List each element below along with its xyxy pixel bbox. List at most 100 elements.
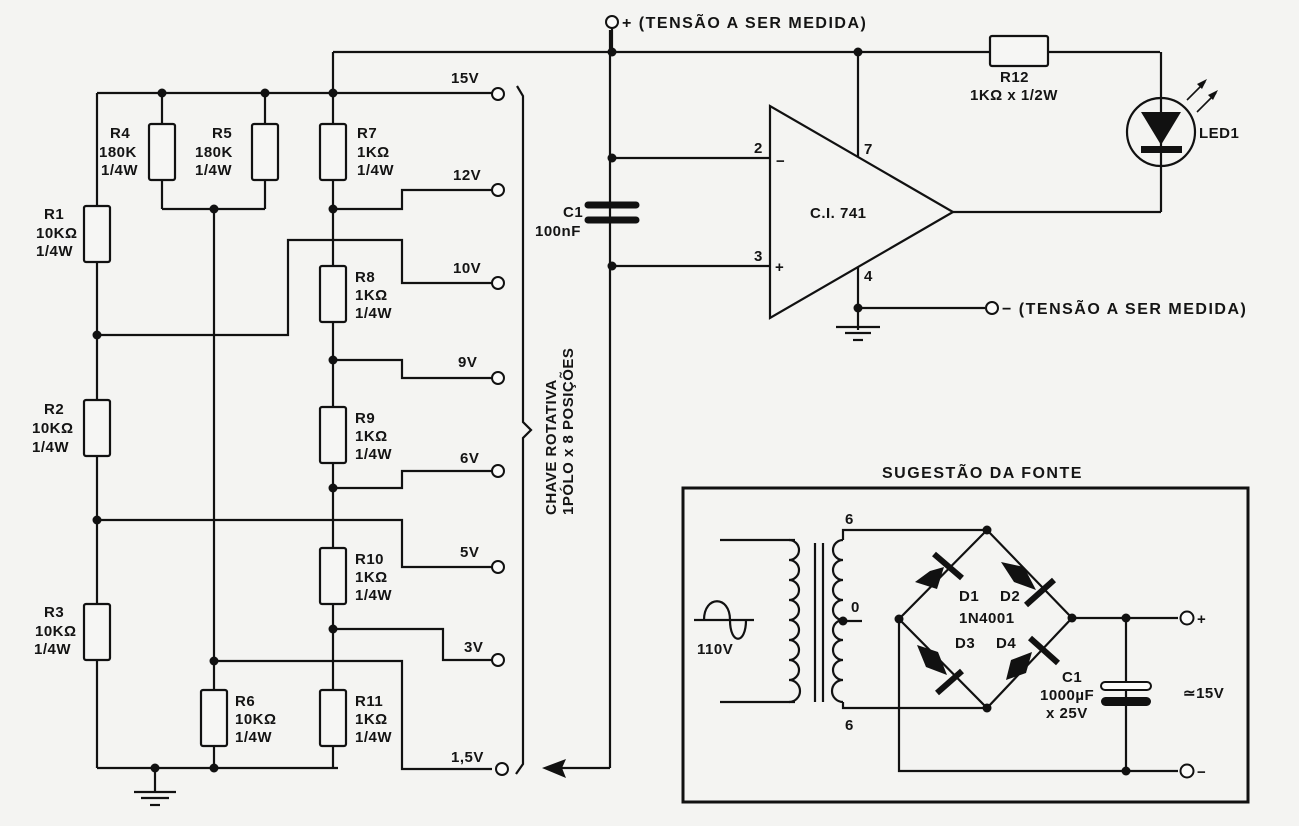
label-r11-value: 1KΩ xyxy=(355,711,388,728)
wire-tap-1-5v xyxy=(214,659,492,771)
label-tap-3v: 3V xyxy=(464,639,483,656)
label-r6-value: 10KΩ xyxy=(235,711,277,728)
label-tap-10v: 10V xyxy=(453,260,481,277)
wire-secondary-bottom xyxy=(841,702,987,710)
terminal-3v[interactable] xyxy=(491,653,505,667)
opamp-741 xyxy=(768,104,956,320)
ac-source-icon xyxy=(694,600,754,640)
label-r9-power: 1/4W xyxy=(355,446,392,463)
label-r9-value: 1KΩ xyxy=(355,428,388,445)
label-r11-name: R11 xyxy=(355,693,383,710)
wire-tap-3v xyxy=(333,627,492,662)
wire-tap-5v xyxy=(97,518,492,569)
resistor-r10 xyxy=(318,546,348,606)
power-supply-title: SUGESTÃO DA FONTE xyxy=(882,462,1083,482)
label-supply-minus: − xyxy=(1197,764,1206,781)
label-r7-power: 1/4W xyxy=(357,162,394,179)
resistor-r5 xyxy=(250,122,280,182)
label-tap-12v: 12V xyxy=(453,167,481,184)
label-r3-power: 1/4W xyxy=(34,641,71,658)
label-r8-power: 1/4W xyxy=(355,305,392,322)
label-r2-power: 1/4W xyxy=(32,439,69,456)
switch-brace xyxy=(515,85,533,775)
terminal-9v[interactable] xyxy=(491,371,505,385)
terminal-supply-plus[interactable] xyxy=(1179,610,1195,626)
terminal-5v[interactable] xyxy=(491,560,505,574)
diode-d1-icon xyxy=(915,551,964,589)
junction xyxy=(607,47,617,57)
resistor-r7 xyxy=(318,122,348,182)
terminal-15v[interactable] xyxy=(491,87,505,101)
label-r3-value: 10KΩ xyxy=(35,623,77,640)
led1-diode-icon xyxy=(1141,112,1181,145)
resistor-r12 xyxy=(988,34,1050,68)
diode-d3-icon xyxy=(917,645,964,696)
wiper-arrow-icon xyxy=(542,759,566,778)
label-r5-name: R5 xyxy=(212,125,232,142)
label-d1: D1 xyxy=(959,588,979,605)
junction xyxy=(1121,613,1131,623)
power-supply-box xyxy=(681,486,1250,804)
wire-tap-9v xyxy=(333,358,492,380)
label-r4-name: R4 xyxy=(110,125,130,142)
led1-body xyxy=(1125,96,1197,168)
wire-tap-6v xyxy=(333,469,492,490)
terminal-12v[interactable] xyxy=(491,183,505,197)
label-filter-cap-value: 1000µF xyxy=(1040,687,1094,704)
led-light-arrows-icon xyxy=(1186,79,1218,113)
label-plus-input: + (TENSÃO A SER MEDIDA) xyxy=(622,12,867,32)
ground-symbol-opamp xyxy=(836,325,880,342)
wire-tap-10v xyxy=(97,238,492,337)
label-tap-6v: 6V xyxy=(460,450,479,467)
label-minus-input: − (TENSÃO A SER MEDIDA) xyxy=(1002,298,1247,318)
label-switch-line1: CHAVE ROTATIVA xyxy=(543,379,560,515)
label-mains: 110V xyxy=(697,641,733,658)
label-filter-cap-voltage: x 25V xyxy=(1046,705,1088,722)
terminal-minus-input[interactable] xyxy=(985,301,999,315)
label-sign-noninv: + xyxy=(775,259,784,276)
resistor-r4 xyxy=(147,122,177,182)
terminal-plus-input[interactable] xyxy=(605,15,619,29)
led1-cathode xyxy=(1141,146,1182,153)
label-sign-inv: − xyxy=(776,153,785,170)
terminal-10v[interactable] xyxy=(491,276,505,290)
label-r2-value: 10KΩ xyxy=(32,420,74,437)
label-secondary-center: 0 xyxy=(851,599,860,616)
junctions xyxy=(92,88,338,773)
wire-tap-12v xyxy=(333,188,492,211)
diode-d4-icon xyxy=(1006,635,1060,680)
diode-d2-icon xyxy=(1001,562,1056,608)
label-supply-plus: + xyxy=(1197,611,1206,628)
label-tap-5v: 5V xyxy=(460,544,479,561)
label-r9-name: R9 xyxy=(355,410,375,427)
resistor-r9 xyxy=(318,405,348,465)
resistor-r2 xyxy=(82,398,112,458)
label-d2: D2 xyxy=(1000,588,1020,605)
label-pin7: 7 xyxy=(864,141,873,158)
resistor-r3 xyxy=(82,602,112,662)
switch-terminals[interactable] xyxy=(491,87,509,776)
label-r8-value: 1KΩ xyxy=(355,287,388,304)
terminal-1-5v[interactable] xyxy=(495,762,509,776)
junction xyxy=(982,525,992,535)
label-r11-power: 1/4W xyxy=(355,729,392,746)
label-r12-name: R12 xyxy=(1000,69,1029,86)
terminal-supply-minus[interactable] xyxy=(1179,763,1195,779)
label-pin3: 3 xyxy=(754,248,763,265)
label-r10-value: 1KΩ xyxy=(355,569,388,586)
label-secondary-top: 6 xyxy=(845,511,854,528)
label-secondary-bottom: 6 xyxy=(845,717,854,734)
label-r4-power: 1/4W xyxy=(101,162,138,179)
junction xyxy=(838,616,848,626)
junction xyxy=(1121,766,1131,776)
label-r6-name: R6 xyxy=(235,693,255,710)
terminal-6v[interactable] xyxy=(491,464,505,478)
label-r6-power: 1/4W xyxy=(235,729,272,746)
label-switch-line2: 1PÓLO x 8 POSIÇÕES xyxy=(559,348,577,515)
junction xyxy=(982,703,992,713)
label-r5-value: 180K xyxy=(195,144,233,161)
capacitor-filter-plate-positive xyxy=(1100,681,1152,691)
label-r4-value: 180K xyxy=(99,144,137,161)
capacitor-filter-plate-negative xyxy=(1101,697,1151,706)
